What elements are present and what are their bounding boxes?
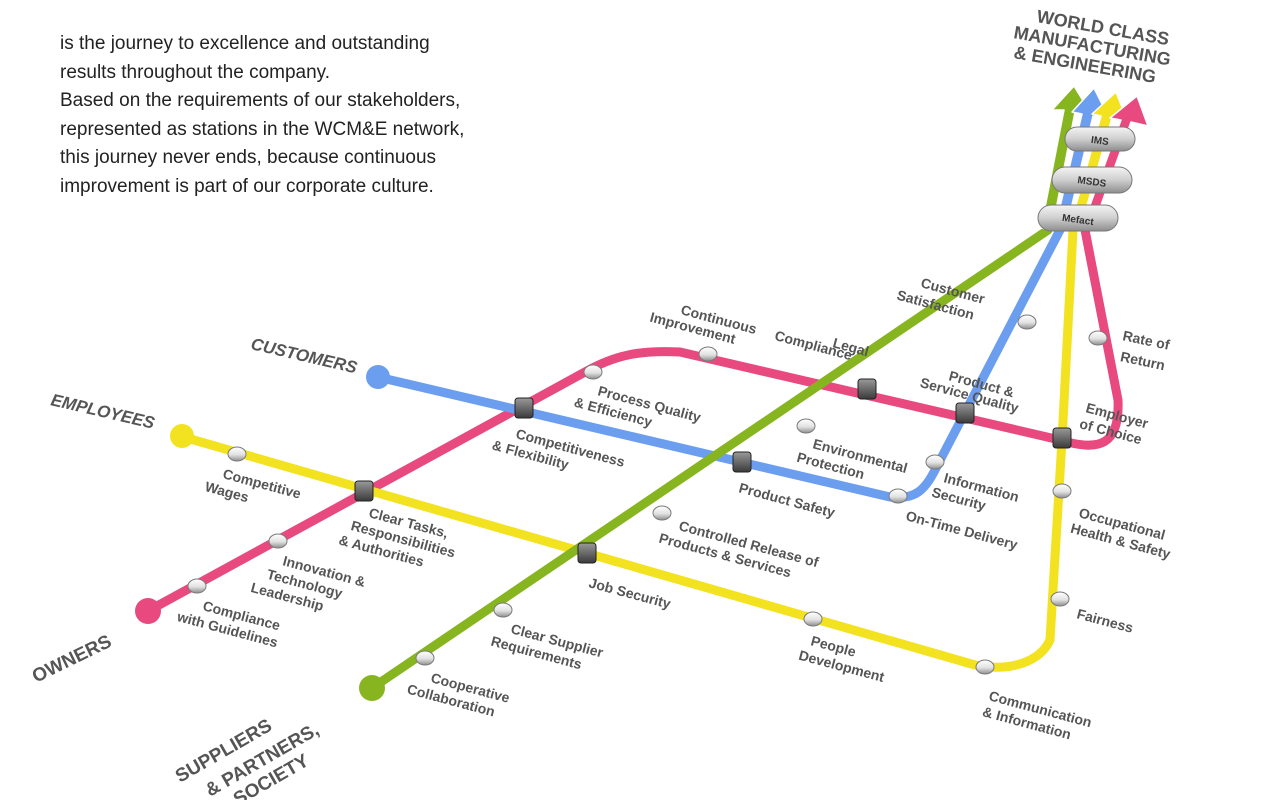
- intro-text: is the journey to excellence and outstan…: [60, 30, 560, 201]
- hub-competitiveness: [514, 397, 534, 419]
- station-innovation: Innovation & Technology Leadership: [249, 552, 367, 613]
- hub-employer-choice: [1052, 427, 1072, 449]
- station-clear-supplier: Clear Supplier Requirements: [489, 620, 605, 672]
- station-node: [187, 578, 207, 594]
- hub-product-service-quality: [955, 402, 975, 424]
- hub-product-safety: [732, 451, 752, 473]
- svg-text:Fairness: Fairness: [1075, 605, 1135, 635]
- owners-terminus: [135, 598, 161, 624]
- hub-legal-compliance: [857, 378, 877, 400]
- station-job-security: Job Security: [587, 574, 673, 611]
- badge-msds: MSDS: [1051, 166, 1133, 194]
- station-process-quality: Process Quality & Efficiency: [573, 382, 703, 429]
- station-node: [975, 659, 995, 675]
- station-rate-of-return: Rate of Return: [1119, 327, 1171, 373]
- station-node: [1052, 483, 1072, 499]
- station-compliance-guidelines: Compliance with Guidelines: [175, 597, 283, 650]
- station-node: [888, 488, 908, 504]
- station-labels: Compliance with Guidelines Innovation & …: [175, 274, 1173, 742]
- station-cooperative: Cooperative Collaboration: [406, 669, 512, 719]
- station-information-security: Information Security: [930, 469, 1021, 513]
- station-occupational: Occupational Health & Safety: [1069, 504, 1173, 561]
- station-node: [493, 602, 513, 618]
- station-employer-choice: Employer of Choice: [1078, 399, 1151, 447]
- station-node: [583, 364, 603, 380]
- station-controlled-release: Controlled Release of Products & Service…: [657, 517, 820, 580]
- suppliers-terminus: [359, 675, 385, 701]
- station-node: [415, 650, 435, 666]
- station-node: [803, 611, 823, 627]
- station-node: [925, 454, 945, 470]
- intro-line-5: this journey never ends, because continu…: [60, 147, 437, 168]
- interchange-hubs: [354, 378, 1072, 564]
- station-communication: Communication & Information: [981, 687, 1094, 742]
- station-node: [652, 505, 672, 521]
- employees-label: EMPLOYEES: [49, 390, 157, 432]
- suppliers-line: [367, 225, 1053, 693]
- station-continuous-improvement: Continuous Improvement: [648, 301, 758, 347]
- station-node: [1050, 591, 1070, 607]
- badge-ims-label: IMS: [1090, 135, 1109, 148]
- intro-line-3: Based on the requirements of our stakeho…: [60, 90, 461, 111]
- svg-text:Job Security: Job Security: [587, 574, 673, 611]
- badge-msds-label: MSDS: [1077, 175, 1107, 190]
- station-node: [1017, 314, 1037, 330]
- owners-label: OWNERS: [29, 631, 115, 687]
- suppliers-label: SUPPLIERS & PARTNERS, SOCIETY: [172, 715, 323, 800]
- station-on-time-delivery: On-Time Delivery: [904, 507, 1019, 552]
- goal-title: WORLD CLASS MANUFACTURING & ENGINEERING: [1012, 6, 1172, 87]
- station-environmental-protection: Environmental Protection: [795, 435, 909, 482]
- station-fairness: Fairness: [1075, 605, 1135, 635]
- customers-label: CUSTOMERS: [249, 334, 359, 377]
- intro-line-4: represented as stations in the WCM&E net…: [60, 118, 465, 140]
- badge-ims: IMS: [1064, 126, 1136, 152]
- station-node: [796, 418, 816, 434]
- badge-mefact: Mefact: [1037, 204, 1119, 232]
- svg-text:Compliance: Compliance: [773, 327, 854, 363]
- hub-clear-tasks: [354, 480, 374, 502]
- svg-text:On-Time Delivery: On-Time Delivery: [904, 507, 1019, 552]
- intro-line-6: improvement is part of our corporate cul…: [60, 175, 434, 197]
- hub-job-security: [577, 542, 597, 564]
- employees-terminus: [170, 424, 194, 448]
- station-nodes: [187, 314, 1108, 675]
- station-node: [227, 446, 247, 462]
- badge-mefact-label: Mefact: [1061, 213, 1095, 228]
- customers-terminus: [366, 365, 390, 389]
- intro-line-1: is the journey to excellence and outstan…: [60, 33, 430, 54]
- station-node: [268, 533, 288, 549]
- svg-text:Return: Return: [1119, 348, 1166, 373]
- intro-line-2: results throughout the company.: [60, 61, 331, 83]
- station-node: [1088, 330, 1108, 346]
- station-node: [698, 346, 718, 362]
